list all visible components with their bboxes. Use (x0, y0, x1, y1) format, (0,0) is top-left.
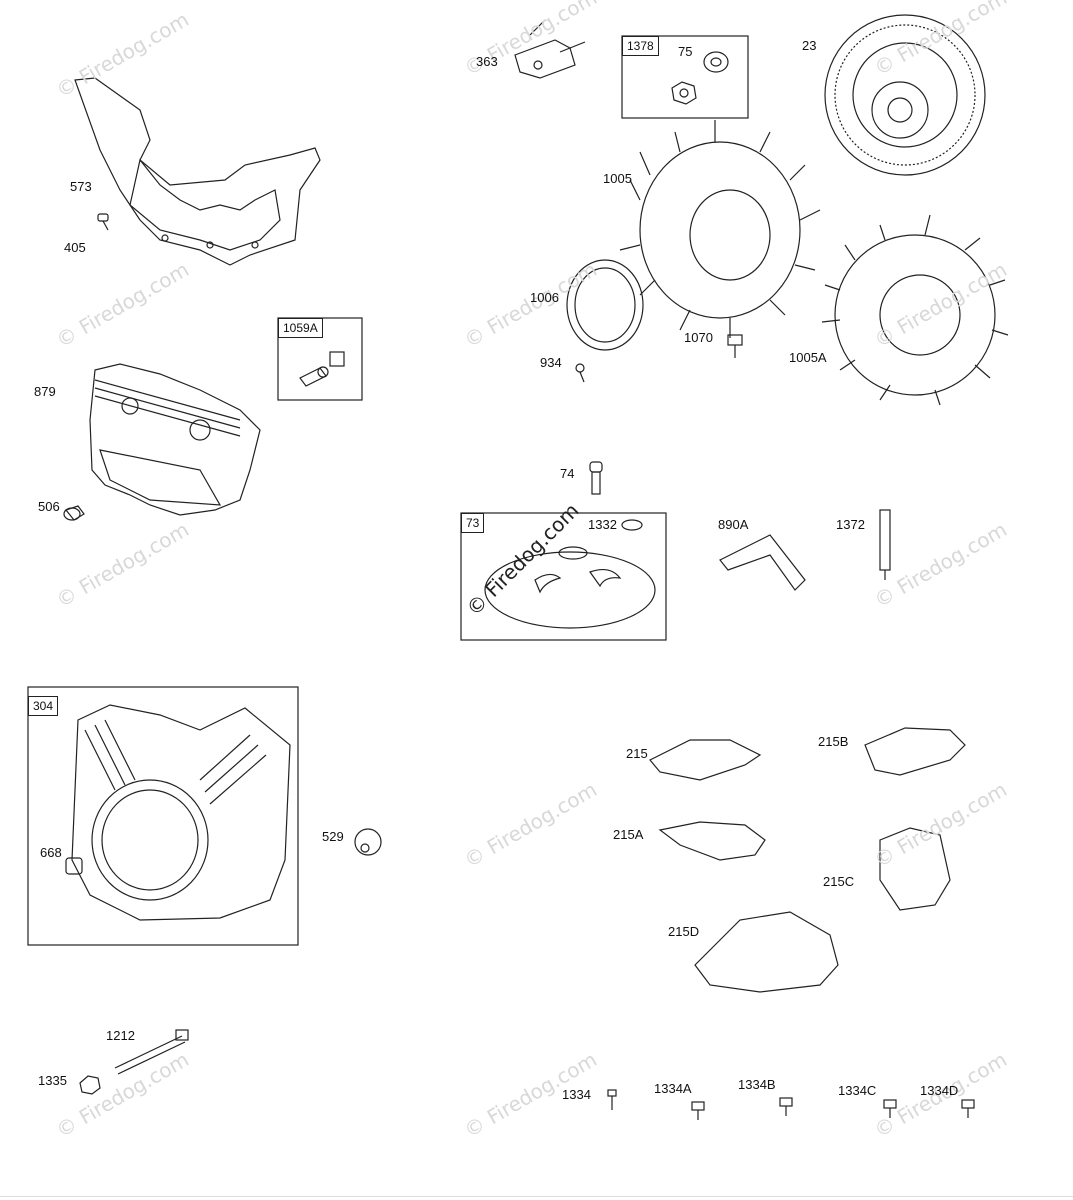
label-1006: 1006 (530, 290, 559, 305)
part-74-pin[interactable] (589, 461, 603, 495)
label-23: 23 (802, 38, 817, 53)
part-215-shield[interactable] (649, 739, 762, 781)
label-1378: 1378 (622, 36, 659, 56)
label-1005A: 1005A (789, 350, 827, 365)
part-879-shroud[interactable] (89, 363, 261, 516)
part-1334A-screw[interactable] (691, 1101, 705, 1120)
part-23-flywheel[interactable] (824, 14, 986, 176)
part-1335-nut[interactable] (79, 1075, 101, 1095)
label-573: 573 (70, 179, 92, 194)
part-934-screw[interactable] (575, 363, 585, 383)
part-1212-tube[interactable] (114, 1029, 189, 1075)
part-215B-shield[interactable] (864, 727, 966, 776)
label-1070: 1070 (684, 330, 713, 345)
label-215D: 215D (668, 924, 700, 939)
part-1006-gasket[interactable] (566, 259, 644, 351)
part-506-plug[interactable] (63, 505, 85, 521)
box-1378 (621, 35, 749, 119)
part-75-nut-washer[interactable] (671, 51, 729, 105)
part-1334-screw[interactable] (607, 1089, 617, 1110)
part-363-bracket[interactable] (514, 19, 586, 79)
label-75: 75 (678, 44, 693, 59)
part-1372-standoff[interactable] (879, 509, 891, 580)
label-1005: 1005 (603, 171, 632, 186)
label-1212: 1212 (106, 1028, 135, 1043)
label-215C: 215C (823, 874, 855, 889)
part-529-grommet[interactable] (354, 828, 382, 856)
label-1332: 1332 (588, 517, 617, 532)
part-573-cover-plate[interactable] (74, 77, 321, 266)
label-405: 405 (64, 240, 86, 255)
part-1334C-screw[interactable] (883, 1099, 897, 1118)
part-73-screen[interactable] (484, 546, 656, 629)
label-1059A: 1059A (278, 318, 323, 338)
label-1334C: 1334C (838, 1083, 877, 1098)
part-215D-shield[interactable] (694, 911, 839, 993)
part-405-screw[interactable] (97, 213, 109, 231)
label-73: 73 (461, 513, 485, 533)
label-363: 363 (476, 54, 498, 69)
box-304 (27, 686, 299, 946)
part-1070-bolt[interactable] (727, 334, 743, 358)
label-304: 304 (28, 696, 59, 716)
part-1334B-screw[interactable] (779, 1097, 793, 1116)
footer-divider (0, 1196, 1073, 1197)
label-1334B: 1334B (738, 1077, 776, 1092)
label-1372: 1372 (836, 517, 865, 532)
label-1335: 1335 (38, 1073, 67, 1088)
label-879: 879 (34, 384, 56, 399)
label-1334A: 1334A (654, 1081, 692, 1096)
box-73 (460, 512, 667, 641)
label-934: 934 (540, 355, 562, 370)
part-1005A-fan[interactable] (821, 214, 1009, 406)
part-1332-washer[interactable] (621, 519, 643, 531)
part-215C-shield[interactable] (879, 827, 951, 911)
part-1005-fan[interactable] (619, 120, 821, 338)
label-1334D: 1334D (920, 1083, 959, 1098)
label-215A: 215A (613, 827, 644, 842)
part-668-plug[interactable] (65, 857, 83, 875)
label-506: 506 (38, 499, 60, 514)
label-668: 668 (40, 845, 62, 860)
label-890A: 890A (718, 517, 749, 532)
part-304-blower-housing[interactable] (71, 704, 291, 921)
label-1334: 1334 (562, 1087, 591, 1102)
part-890A-bracket[interactable] (719, 534, 806, 591)
label-529: 529 (322, 829, 344, 844)
part-215A-shield[interactable] (658, 821, 766, 861)
part-1334D-screw[interactable] (961, 1099, 975, 1118)
part-1059A-screw-washer[interactable] (299, 351, 345, 387)
label-215: 215 (626, 746, 648, 761)
label-74: 74 (560, 466, 575, 481)
label-215B: 215B (818, 734, 849, 749)
